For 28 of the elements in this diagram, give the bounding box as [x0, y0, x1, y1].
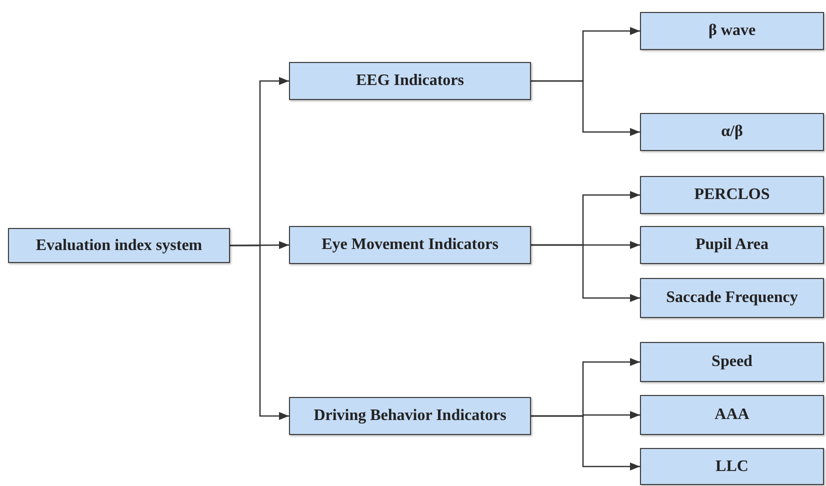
box-label: Speed — [712, 352, 752, 372]
box-label: Evaluation index system — [36, 236, 202, 256]
box-label: Eye Movement Indicators — [322, 235, 498, 255]
category-box — [640, 176, 824, 214]
connector-arrow — [531, 415, 640, 470]
box-label: PERCLOS — [694, 185, 770, 205]
box-label: Driving Behavior Indicators — [314, 406, 506, 426]
category-box — [640, 342, 824, 382]
category-box — [640, 278, 824, 318]
box-label: AAA — [714, 405, 750, 425]
box-label: EEG Indicators — [356, 71, 464, 91]
category-box — [640, 448, 824, 485]
connector-arrow — [531, 244, 640, 302]
category-box — [640, 12, 824, 50]
box-label: Saccade Frequency — [666, 288, 798, 308]
category-box — [8, 228, 230, 263]
category-box — [640, 113, 824, 151]
category-box — [289, 62, 531, 100]
category-box — [289, 226, 531, 264]
connector-arrow — [230, 244, 289, 420]
box-label: LLC — [716, 456, 748, 476]
category-box — [640, 395, 824, 435]
connector-arrow — [531, 80, 640, 136]
box-label: Pupil Area — [695, 235, 769, 255]
category-box — [640, 226, 824, 264]
category-box — [289, 397, 531, 435]
box-label: α/β — [721, 122, 743, 142]
box-label: β wave — [708, 21, 756, 41]
